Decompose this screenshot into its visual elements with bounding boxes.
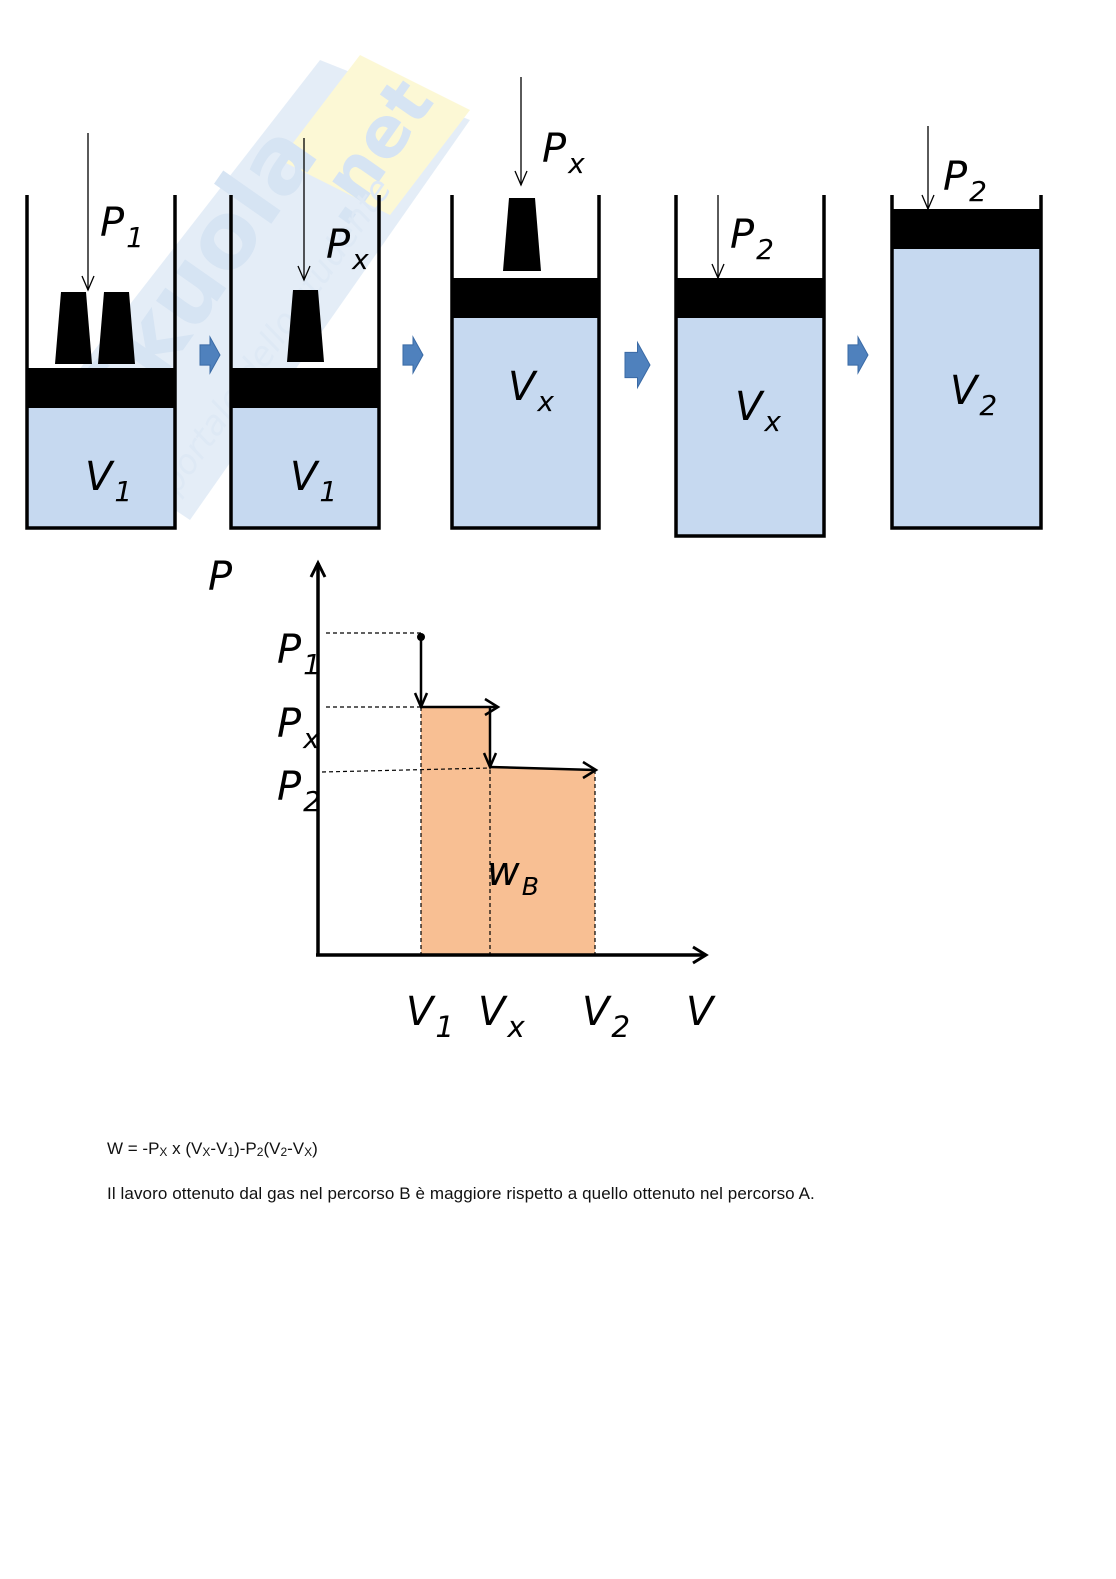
volume-label: Vx <box>508 364 554 418</box>
weight-block <box>503 198 541 271</box>
formula-text: )-P <box>234 1139 257 1158</box>
pressure-label: P2 <box>943 154 987 208</box>
path-segment-4 <box>489 765 596 772</box>
piston <box>231 368 379 408</box>
x-axis-arrow-icon <box>692 945 709 965</box>
y-axis-arrow-icon <box>309 559 327 578</box>
y-tick-label: Px <box>277 701 320 755</box>
x-tick-label: V1 <box>406 989 454 1044</box>
formula-subscript: 2 <box>256 1145 264 1159</box>
pressure-arrow <box>921 126 935 211</box>
guide-p2 <box>321 767 491 773</box>
formula-subscript: 1 <box>227 1145 235 1159</box>
step-arrow-icon <box>199 335 221 375</box>
step-arrow-icon <box>847 335 869 375</box>
arrow-head <box>81 275 95 292</box>
formula-text: -V <box>287 1139 305 1158</box>
gas-volume <box>452 318 599 528</box>
pressure-label: P2 <box>730 212 774 266</box>
gas-volume <box>676 318 824 536</box>
weight-block <box>98 292 135 364</box>
step-arrow-icon <box>402 335 424 375</box>
y-tick-label: P2 <box>277 764 321 818</box>
step-arrow-icon <box>624 340 651 390</box>
cylinder-wall <box>229 195 381 530</box>
volume-label: Vx <box>735 384 781 438</box>
x-axis-label: V <box>686 989 716 1035</box>
weight-block <box>55 292 92 364</box>
piston <box>27 368 175 408</box>
piston <box>892 209 1041 249</box>
gas-volume <box>892 249 1041 528</box>
formula-subscript: X <box>202 1145 211 1159</box>
formula-text: ) <box>312 1139 318 1158</box>
pressure-label: P1 <box>100 200 144 254</box>
pressure-arrow <box>297 138 311 282</box>
cylinder-wall <box>25 195 177 530</box>
x-tick-label: Vx <box>478 989 525 1044</box>
cylinder-wall <box>890 195 1043 530</box>
volume-label: V1 <box>290 454 337 508</box>
pressure-label: Px <box>542 126 585 180</box>
formula-text: -V <box>210 1139 228 1158</box>
arrow-head <box>921 194 935 211</box>
work-area <box>421 707 595 955</box>
piston <box>676 278 824 318</box>
y-tick-label: P1 <box>277 627 321 681</box>
watermark-yellow-band <box>280 55 470 215</box>
pressure-arrow <box>711 195 725 280</box>
piston <box>452 278 599 318</box>
arrow-head <box>514 170 528 187</box>
arrow-head <box>711 263 725 280</box>
formula-text: x (V <box>167 1139 203 1158</box>
volume-label: V2 <box>950 368 997 422</box>
pressure-label: Px <box>326 222 369 276</box>
conclusion-text: Il lavoro ottenuto dal gas nel percorso … <box>107 1184 815 1203</box>
y-axis-label: P <box>208 554 233 600</box>
step-arrows <box>199 335 869 390</box>
gas-volume <box>27 408 175 528</box>
arrow-head <box>297 265 311 282</box>
formula-text: (V <box>263 1139 281 1158</box>
pressure-arrow <box>514 77 528 187</box>
weight-block <box>287 290 324 362</box>
formula-subscript: 2 <box>280 1145 288 1159</box>
path-arrow-4-icon <box>582 760 599 780</box>
formula-text: W = -P <box>107 1139 160 1158</box>
pressure-arrow <box>81 133 95 292</box>
work-area-label: wB <box>487 849 539 901</box>
formula-subscript: X <box>304 1145 313 1159</box>
work-formula: W = -PX x (VX-V1)-P2(V2-VX) <box>107 1139 318 1159</box>
x-tick-label: V2 <box>582 989 630 1044</box>
thermodynamics-figure: Skuola .net il portale dello studente P1… <box>25 55 1043 1044</box>
formula-subscript: X <box>159 1145 168 1159</box>
cylinder-wall <box>674 195 826 538</box>
volume-label: V1 <box>85 454 132 508</box>
cylinder-wall <box>450 195 601 530</box>
gas-volume <box>231 408 379 528</box>
